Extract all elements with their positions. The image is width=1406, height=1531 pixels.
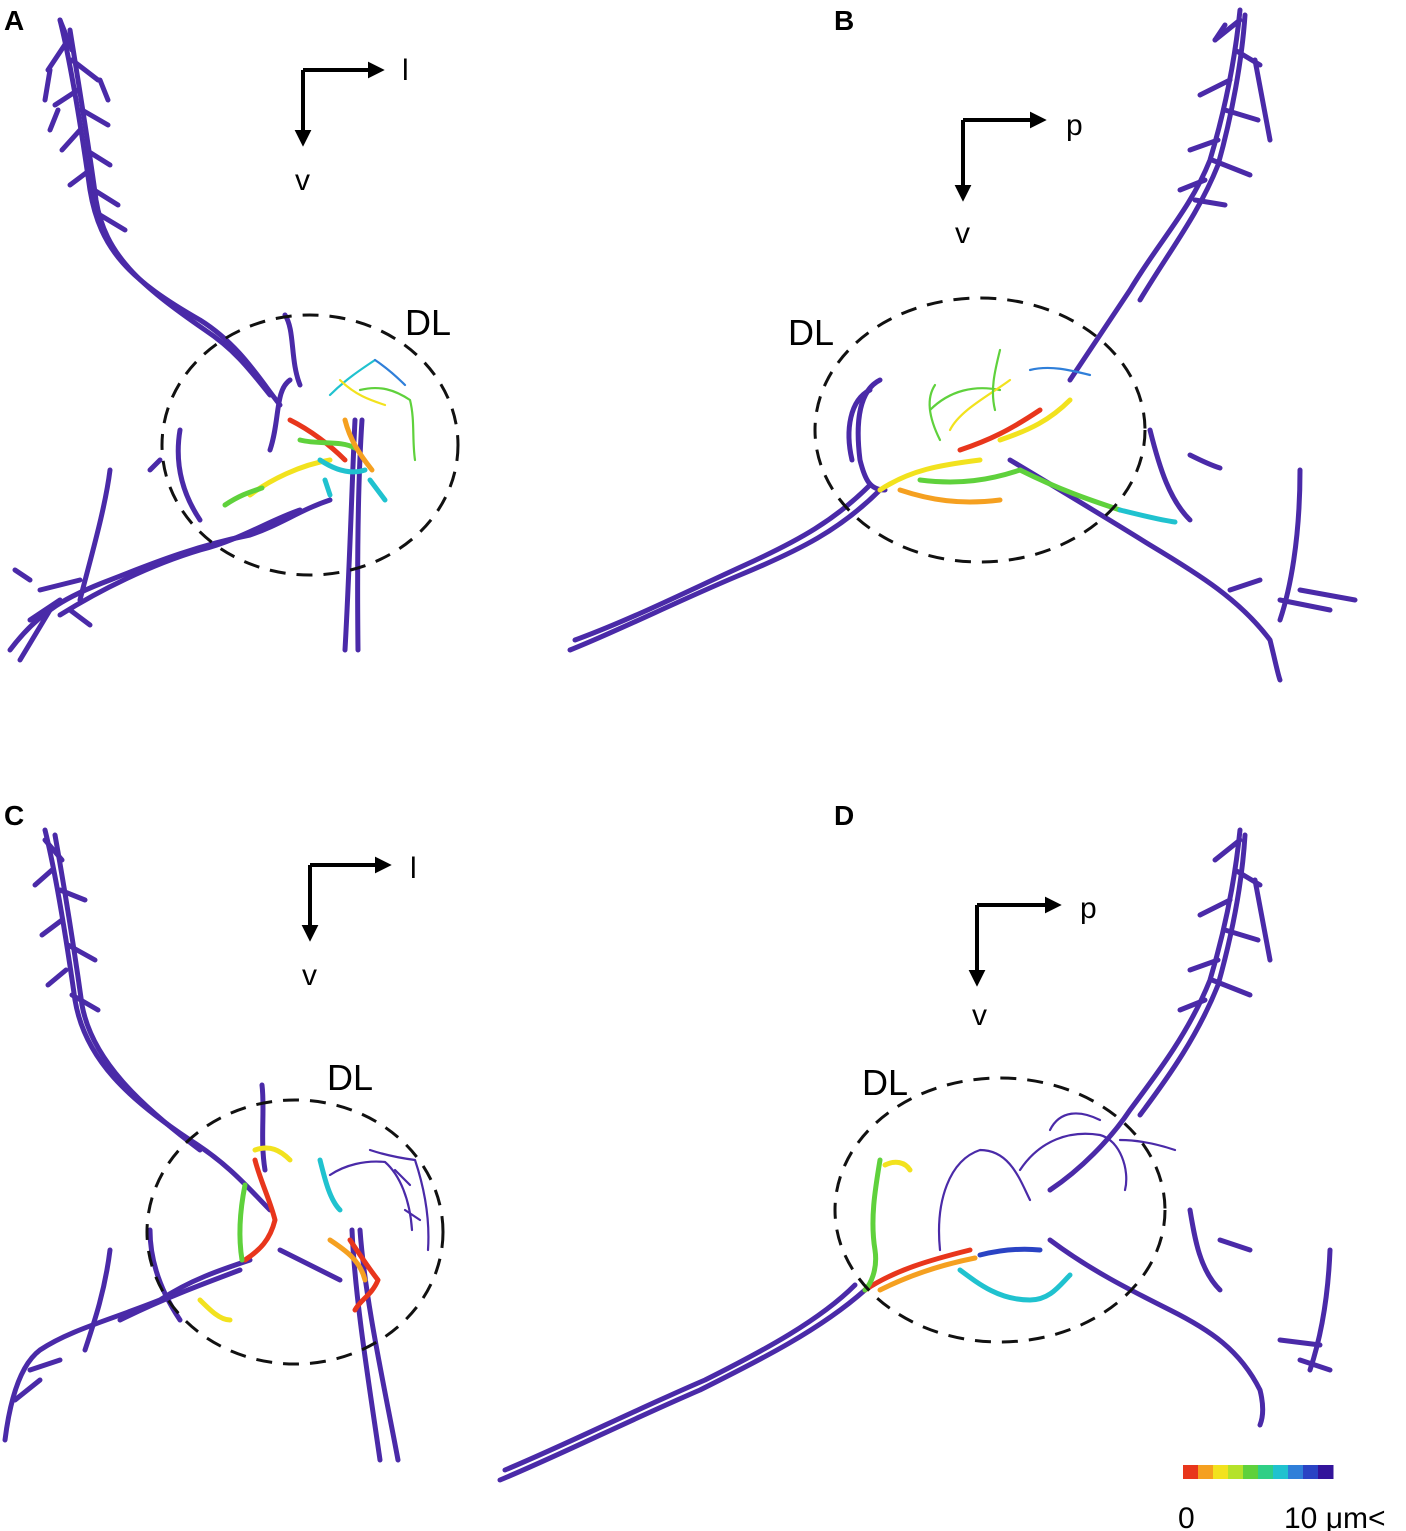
axis-label-horizontal: l [410,852,417,885]
neuron-reconstruction [567,7,1358,683]
panel-d: D p v [497,800,1333,1483]
colorbar-swatch [1228,1465,1244,1479]
colorbar-swatch [1303,1465,1319,1479]
panel-letter: D [834,800,854,831]
panel-letter: A [4,5,24,36]
panel-c: C l v [2,800,445,1463]
region-outline [160,313,460,577]
neuron-reconstruction [497,827,1333,1483]
region-outline [833,1076,1167,1344]
region-label: DL [327,1057,373,1098]
orientation-axes: p v [954,109,1083,250]
orientation-axes: l v [301,852,417,992]
orientation-axes: l v [294,54,409,197]
distance-colorbar: 0 10 μm< [1178,1465,1386,1531]
axis-label-vertical: v [295,164,310,197]
neuron-reconstruction [2,827,430,1463]
colorbar-swatch [1288,1465,1304,1479]
region-label: DL [788,312,834,353]
colorbar-swatch [1273,1465,1289,1479]
panel-a: A l v [4,5,460,663]
colorbar-swatch [1183,1465,1199,1479]
region-label: DL [862,1062,908,1103]
axis-label-vertical: v [302,959,317,992]
axis-label-horizontal: p [1066,109,1083,142]
colorbar-swatch [1258,1465,1274,1479]
panel-letter: B [834,5,854,36]
colorbar-max-label: 10 μm< [1284,1502,1386,1531]
axis-label-horizontal: p [1080,892,1097,925]
region-outline [145,1098,445,1366]
colorbar-swatch [1213,1465,1229,1479]
neuron-reconstruction [7,17,417,663]
colorbar-swatch [1243,1465,1259,1479]
axis-label-horizontal: l [402,54,409,87]
region-outline [813,296,1147,564]
region-label: DL [405,302,451,343]
colorbar-min-label: 0 [1178,1502,1195,1531]
colorbar-gradient [1183,1465,1334,1479]
panel-b: B p v [567,5,1358,683]
panel-letter: C [4,800,24,831]
colorbar-swatch [1198,1465,1214,1479]
axis-label-vertical: v [972,999,987,1032]
axis-label-vertical: v [955,217,970,250]
colorbar-swatch [1318,1465,1334,1479]
orientation-axes: p v [968,892,1097,1032]
